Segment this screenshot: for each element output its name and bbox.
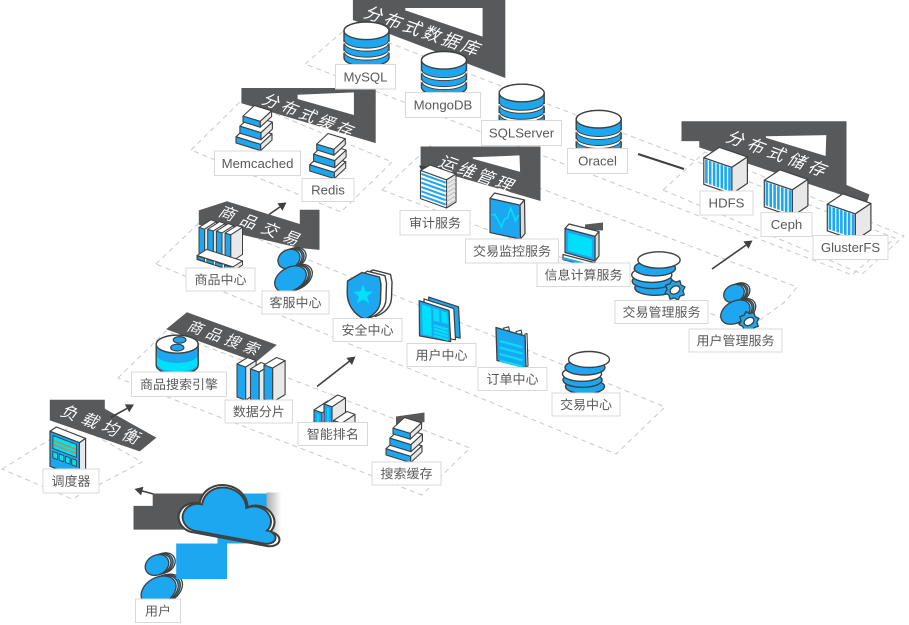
svg-text:MongoDB: MongoDB [414, 98, 473, 113]
svg-text:GlusterFS: GlusterFS [821, 240, 881, 255]
svg-text:MySQL: MySQL [344, 70, 388, 85]
svg-text:Memcached: Memcached [222, 156, 294, 171]
svg-text:Redis: Redis [311, 183, 345, 198]
svg-text:SQLServer: SQLServer [489, 126, 555, 141]
svg-text:HDFS: HDFS [709, 196, 745, 211]
svg-text:Oracel: Oracel [578, 154, 617, 169]
svg-text:Ceph: Ceph [771, 217, 803, 232]
